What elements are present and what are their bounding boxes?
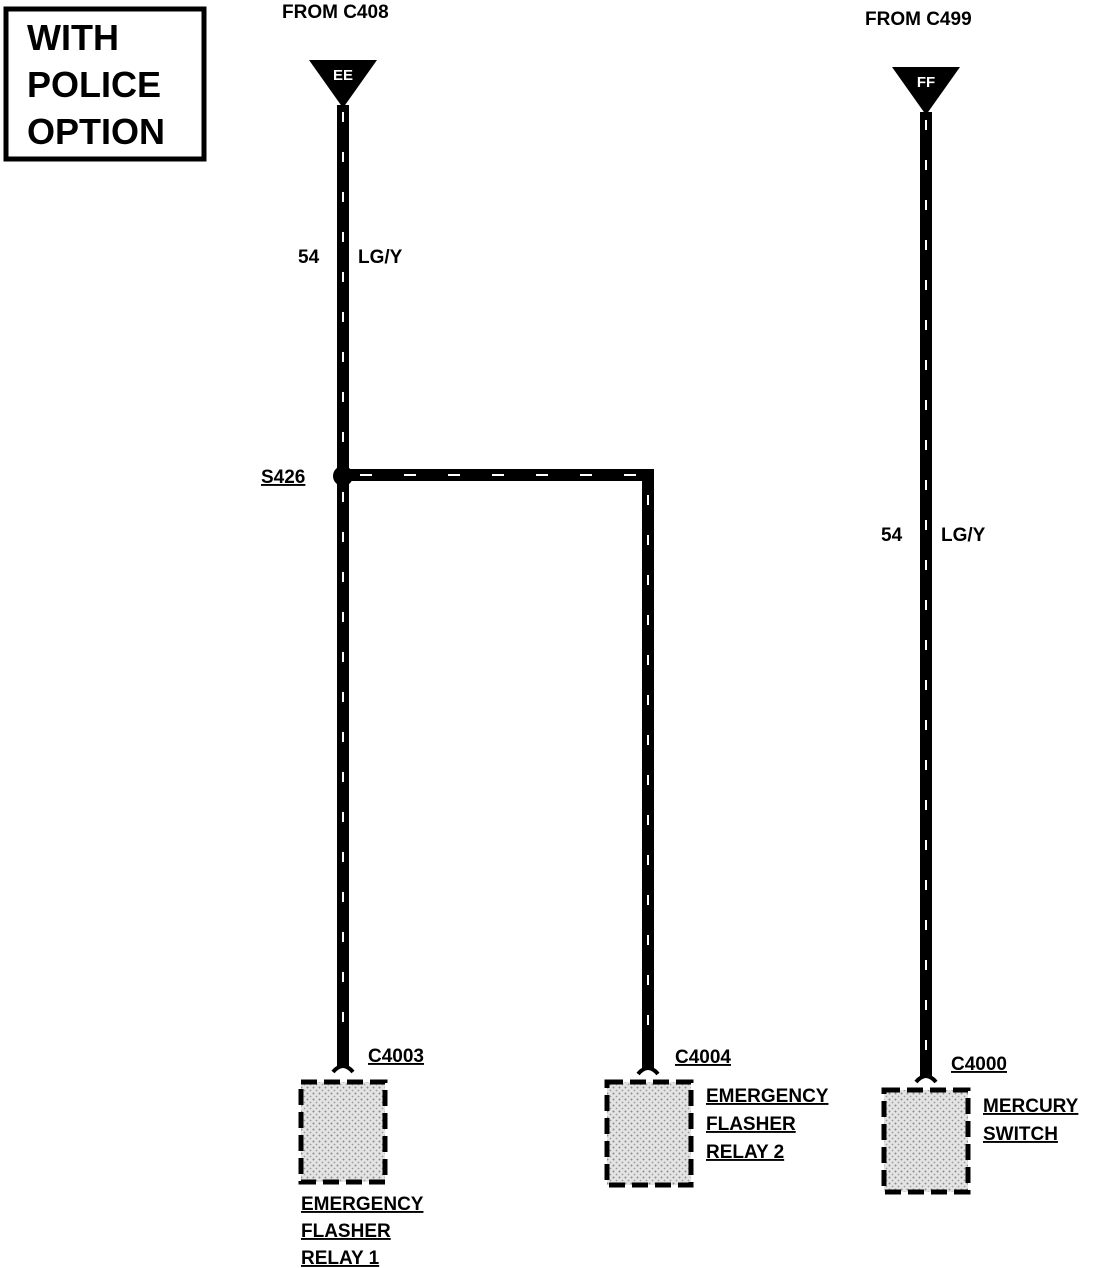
connector-ff-letter: FF bbox=[917, 74, 935, 91]
splice-dot bbox=[333, 466, 353, 486]
connector-c4004-label: C4004 bbox=[675, 1047, 731, 1068]
mercury-name-line-2: SWITCH bbox=[983, 1124, 1058, 1145]
source-left-label: FROM C408 bbox=[282, 2, 389, 23]
component-relay-2 bbox=[604, 1079, 694, 1188]
terminal-c4003 bbox=[331, 1064, 355, 1074]
wire-left-color: LG/Y bbox=[358, 247, 403, 268]
option-line-2: POLICE bbox=[27, 64, 161, 105]
component-relay-1 bbox=[298, 1079, 388, 1185]
connector-ee-symbol: EE bbox=[309, 60, 377, 108]
terminal-c4000 bbox=[914, 1074, 938, 1084]
component-mercury-switch bbox=[881, 1087, 971, 1195]
wire-right-color: LG/Y bbox=[941, 525, 986, 546]
option-box: WITH POLICE OPTION bbox=[3, 6, 207, 162]
source-right-label: FROM C499 bbox=[865, 9, 972, 30]
connector-ff-symbol: FF bbox=[892, 67, 960, 115]
option-line-1: WITH bbox=[27, 17, 119, 58]
relay-1-name-line-3: RELAY 1 bbox=[301, 1248, 380, 1268]
mercury-name-line-1: MERCURY bbox=[983, 1096, 1079, 1117]
connector-ee-letter: EE bbox=[333, 67, 353, 84]
connector-c4003-label: C4003 bbox=[368, 1046, 424, 1067]
relay-1-name-line-2: FLASHER bbox=[301, 1221, 391, 1242]
relay-2-name-line-1: EMERGENCY bbox=[706, 1086, 829, 1107]
relay-2-name-line-2: FLASHER bbox=[706, 1114, 796, 1135]
relay-2-name-line-3: RELAY 2 bbox=[706, 1142, 784, 1163]
terminal-c4004 bbox=[636, 1066, 660, 1076]
wire-right-circuit: 54 bbox=[881, 525, 903, 546]
option-line-3: OPTION bbox=[27, 111, 165, 152]
splice-label: S426 bbox=[261, 467, 305, 488]
wire-left-circuit: 54 bbox=[298, 247, 320, 268]
connector-c4000-label: C4000 bbox=[951, 1054, 1007, 1075]
relay-1-name-line-1: EMERGENCY bbox=[301, 1194, 424, 1215]
